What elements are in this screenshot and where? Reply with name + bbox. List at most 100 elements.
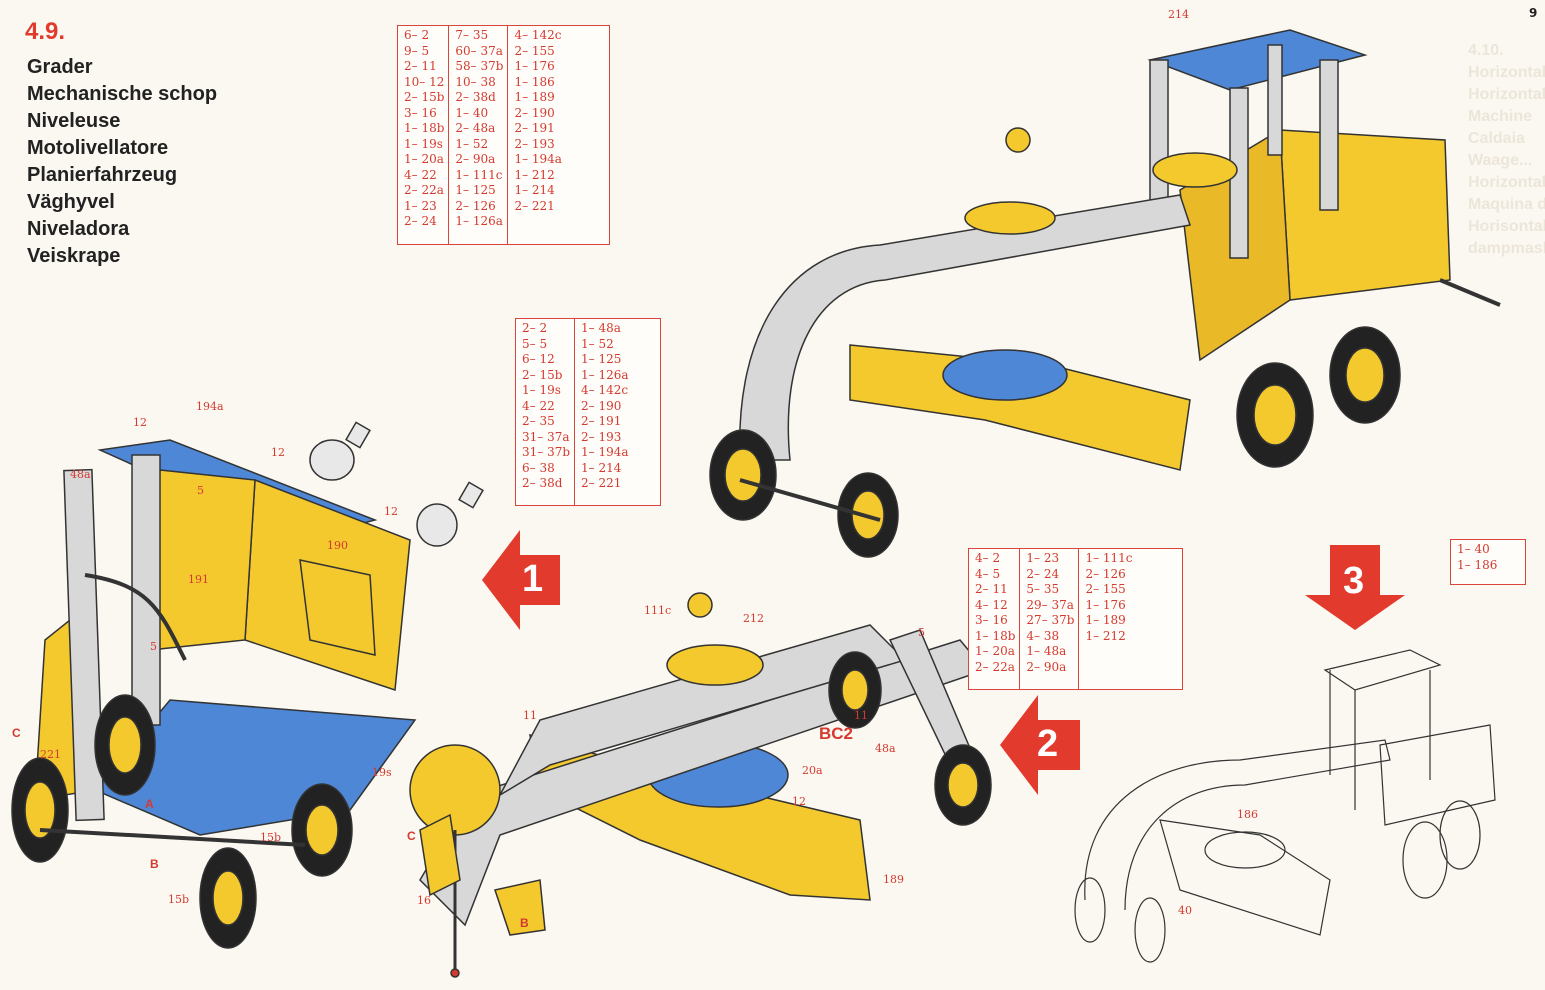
- part-entry: 5– 5: [522, 336, 548, 351]
- part-entry: 2– 35: [522, 414, 555, 428]
- part-entry: 1– 18b: [404, 121, 445, 135]
- part-entry: 4– 5: [975, 566, 1001, 581]
- part-entry: 1– 126a: [581, 367, 629, 382]
- callout-label: 12: [384, 505, 398, 518]
- callout-label: 48a: [70, 468, 91, 481]
- part-entry: 1– 40: [1457, 542, 1490, 556]
- callout-label: 214: [1168, 8, 1189, 21]
- callout-label: 15b: [168, 893, 190, 906]
- part-entry: 2– 221: [514, 198, 555, 213]
- part-entry: 4– 22: [404, 167, 437, 182]
- callout-label: 189: [883, 873, 904, 886]
- ghost-line: Horizontal Steam: [1468, 64, 1545, 81]
- model-title: Niveladora: [27, 218, 130, 240]
- part-entry: 2– 126: [455, 198, 496, 213]
- step1-arrow-icon: [482, 530, 560, 630]
- part-entry: 4– 22: [522, 398, 555, 413]
- part-entry: 2– 15b: [522, 367, 563, 382]
- part-entry: 2– 11: [404, 59, 437, 73]
- part-entry: 2– 191: [581, 414, 622, 428]
- part-entry: 1– 52: [455, 136, 489, 151]
- part-entry: 1– 111c: [455, 167, 503, 182]
- part-entry: 4– 142c: [514, 28, 562, 42]
- ghost-bleed-text: 4.10. Horizontal Steam Horizontale Machi…: [1468, 40, 1545, 260]
- part-entry: 2– 155: [514, 43, 555, 58]
- part-entry: 6– 12: [522, 352, 555, 366]
- callout-label: 19s: [372, 766, 392, 779]
- part-entry: 2– 191: [514, 121, 555, 135]
- model-title: Motolivellatore: [27, 137, 169, 159]
- part-entry: 1– 125: [455, 183, 496, 197]
- part-entry: 2– 90a: [455, 152, 496, 166]
- part-entry: 10– 38: [455, 74, 496, 89]
- part-entry: 6– 2: [404, 28, 430, 42]
- part-entry: 1– 19s: [522, 383, 561, 397]
- part-entry: 5– 35: [1026, 582, 1060, 596]
- part-entry: 1– 186: [514, 74, 555, 89]
- part-entry: 1– 212: [1085, 628, 1126, 643]
- part-entry: 2– 2: [522, 321, 548, 335]
- model-title: Niveleuse: [27, 110, 121, 132]
- part-entry: 2– 15b: [404, 90, 445, 104]
- part-entry: 2– 24: [1026, 566, 1060, 581]
- part-entry: 2– 90a: [1026, 659, 1067, 674]
- callout-label: 194a: [196, 400, 224, 413]
- callout-label: 5: [150, 640, 157, 653]
- part-entry: 1– 125: [581, 352, 622, 366]
- part-entry: 3– 16: [404, 105, 437, 120]
- part-entry: 2– 11: [975, 582, 1008, 596]
- ghost-line: Waage...: [1468, 152, 1533, 169]
- part-entry: 1– 189: [1085, 613, 1126, 627]
- part-entry: 27– 37b: [1026, 613, 1075, 627]
- part-entry: 2– 190: [514, 105, 555, 120]
- part-entry: 2– 193: [581, 429, 622, 444]
- part-entry: 4– 38: [1026, 628, 1060, 643]
- ghost-line: Horisontal dampmaskin: [1468, 218, 1545, 257]
- part-entry: 2– 155: [1085, 582, 1126, 596]
- model-title: Planierfahrzeug: [27, 164, 178, 186]
- part-entry: 1– 20a: [404, 152, 444, 166]
- callout-label: 16: [417, 894, 431, 907]
- callout-label: 191: [188, 573, 209, 586]
- part-entry: 4– 12: [975, 597, 1008, 612]
- part-entry: 31– 37b: [522, 445, 571, 459]
- callout-letter: C: [407, 829, 416, 843]
- step1-number: 1: [522, 558, 544, 600]
- part-entry: 1– 212: [514, 167, 555, 182]
- callout-label: 11: [854, 709, 868, 722]
- page-number: 9: [1529, 6, 1538, 20]
- callout-letter: C: [12, 726, 21, 740]
- callout-label: 12: [792, 795, 806, 808]
- part-entry: 2– 48a: [455, 121, 496, 135]
- callout-label: 111c: [644, 604, 672, 617]
- completed-grader-illustration: [709, 29, 1501, 558]
- part-entry: 2– 24: [404, 214, 437, 228]
- step2-arrow-icon: [1000, 695, 1080, 795]
- callout-letter: B: [520, 916, 529, 930]
- model-title-list: Grader Mechanische schop Niveleuse Motol…: [27, 54, 217, 270]
- part-entry: 1– 214: [514, 183, 555, 197]
- part-entry: 1– 20a: [975, 644, 1015, 658]
- part-entry: 1– 176: [514, 59, 555, 73]
- ghost-line: Horizontalmaschine: [1468, 174, 1545, 191]
- part-entry: 9– 5: [404, 43, 430, 58]
- part-entry: 1– 214: [581, 460, 622, 475]
- ghost-line: 4.10.: [1468, 42, 1504, 59]
- part-entry: 2– 22a: [404, 183, 444, 197]
- part-entry: 1– 18b: [975, 628, 1016, 643]
- part-entry: 1– 189: [514, 90, 555, 104]
- model-number: 4.9.: [25, 18, 66, 45]
- callout-label: 5: [197, 484, 204, 497]
- part-entry: 1– 176: [1085, 597, 1126, 612]
- ghost-line: Caldaia: [1468, 130, 1525, 147]
- step3-arrow-icon: [1305, 545, 1405, 630]
- model-title: Mechanische schop: [27, 83, 218, 105]
